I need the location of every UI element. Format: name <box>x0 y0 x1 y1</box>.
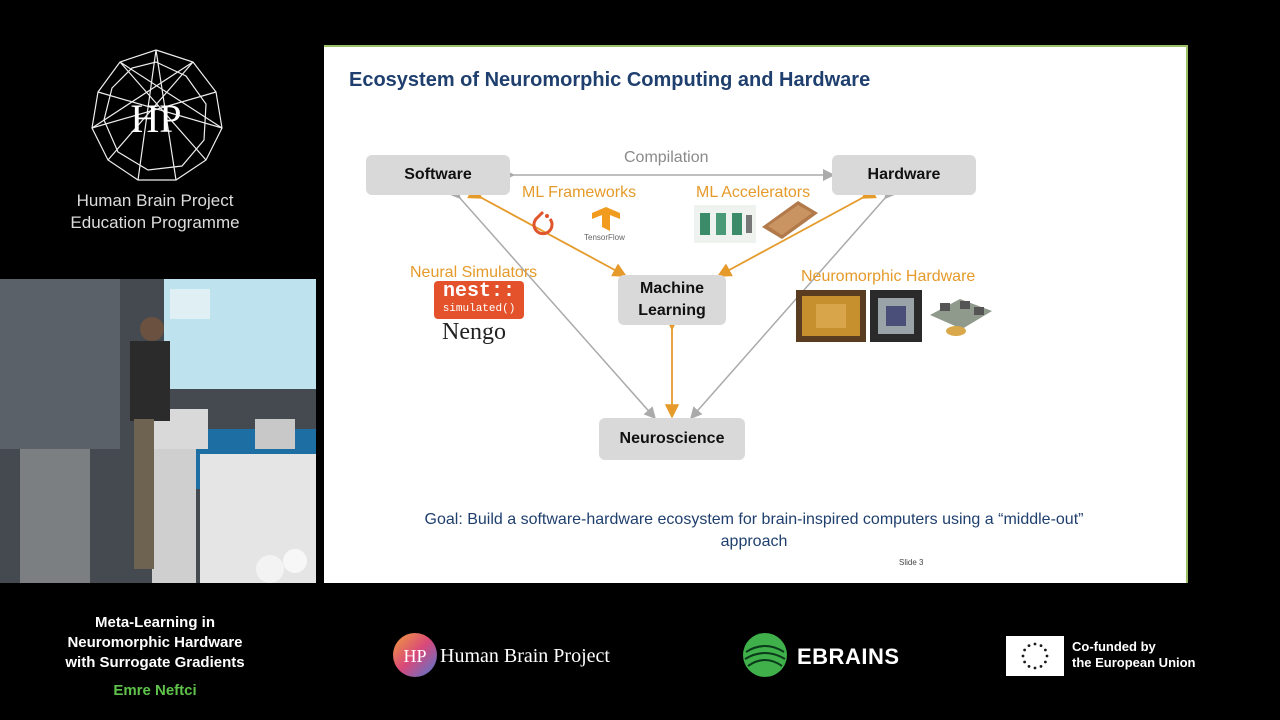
eu-cofunded-text: Co-funded by the European Union <box>1072 639 1196 670</box>
label-ml-accelerators: ML Accelerators <box>696 184 811 201</box>
diagram-arrows <box>448 169 897 420</box>
neuromorphic-board-image <box>930 299 992 336</box>
label-ml-frameworks: ML Frameworks <box>522 184 637 201</box>
label-neuromorphic-hardware: Neuromorphic Hardware <box>801 268 976 285</box>
hbp-org-name: Human Brain Project Education Programme <box>70 191 240 232</box>
ebrains-name: EBRAINS <box>797 644 900 669</box>
label-neural-simulators: Neural Simulators <box>410 264 538 281</box>
slide-goal-text: Goal: Build a software-hardware ecosyste… <box>424 511 1084 550</box>
node-neuroscience: Neuroscience <box>599 418 745 460</box>
hbp-logo-letters: HP <box>130 96 181 141</box>
slide-number: Slide 3 <box>899 558 924 567</box>
ml-accelerator-board-image <box>694 205 756 243</box>
neuromorphic-chip-image <box>870 290 922 342</box>
tensorflow-logo-icon <box>592 207 620 231</box>
slide-title: Ecosystem of Neuromorphic Computing and … <box>349 69 871 91</box>
node-hardware: Hardware <box>832 155 976 195</box>
eu-flag-icon <box>1006 636 1064 676</box>
speaker-name: Emre Neftci <box>113 682 197 699</box>
nest-logo: nest:: simulated() <box>434 281 524 319</box>
node-machine-learning: Machine Learning <box>618 275 726 325</box>
speaker-video <box>0 279 316 583</box>
svg-text:HP: HP <box>403 646 426 666</box>
ebrains-logo-icon <box>743 633 787 677</box>
tensorflow-logo-text: TensorFlow <box>584 233 625 242</box>
label-compilation: Compilation <box>624 149 709 166</box>
speaker-video-scene <box>0 279 316 583</box>
neuromorphic-wafer-image <box>796 290 866 342</box>
presentation-slide: Ecosystem of Neuromorphic Computing and … <box>324 45 1188 583</box>
node-software: Software <box>366 155 510 195</box>
talk-title: Meta-Learning in Neuromorphic Hardware w… <box>65 614 245 671</box>
hardware-ml-arrow <box>716 185 877 277</box>
software-ml-arrow <box>467 185 628 277</box>
nengo-logo: Nengo <box>442 319 506 345</box>
hbp-bottom-name: Human Brain Project <box>440 645 610 667</box>
hbp-logo: HP <box>91 49 223 181</box>
ml-accelerator-chip-image <box>762 201 818 239</box>
hbp-color-logo-icon: HP <box>393 633 437 677</box>
pytorch-logo-icon <box>532 210 554 236</box>
